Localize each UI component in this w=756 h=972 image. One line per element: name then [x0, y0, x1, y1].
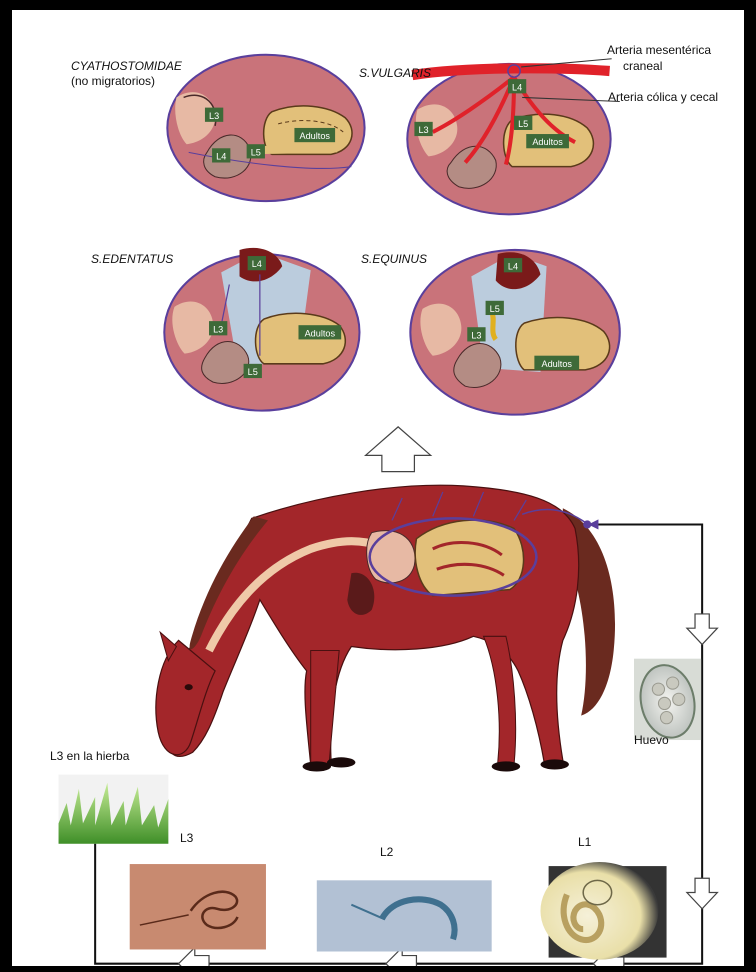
panel-s-edentatus: L4 L3 Adultos L5: [164, 248, 359, 411]
diagram-frame: L3 L4 L5 Adultos L4 L3 L5 Adultos: [12, 10, 744, 966]
panel-s-equinus: L4 L5 L3 Adultos: [410, 250, 619, 415]
tag-text: L4: [216, 151, 226, 161]
l3-grass-label: L3 en la hierba: [50, 750, 129, 764]
annotation-label: Arteria cólica y cecal: [608, 91, 718, 105]
tag-text: L4: [252, 259, 262, 269]
down-arrow-icon: [687, 878, 718, 909]
up-arrow-icon: [366, 427, 431, 472]
tag-text: L3: [213, 324, 223, 334]
l3-image: [130, 864, 266, 949]
tag-text: Adultos: [300, 131, 331, 141]
panel-cyathostomidae: L3 L4 L5 Adultos: [167, 55, 364, 201]
l2-image: [317, 880, 492, 951]
egg-image: [634, 659, 701, 743]
tag-text: L5: [490, 304, 500, 314]
lifecycle-diagram: L3 L4 L5 Adultos L4 L3 L5 Adultos: [12, 10, 744, 966]
annotation-label: Arteria mesentérica: [607, 44, 711, 58]
panel-title: S.EDENTATUS: [91, 253, 173, 267]
l2-label: L2: [380, 846, 393, 860]
tag-text: L3: [471, 330, 481, 340]
down-arrow-icon: [687, 614, 718, 645]
tag-text: L4: [508, 261, 518, 271]
left-arrow-icon: [179, 947, 210, 966]
panel-title: CYATHOSTOMIDAE: [71, 60, 182, 74]
grass-image: [59, 775, 169, 844]
panel-s-vulgaris: L4 L3 L5 Adultos: [407, 59, 619, 215]
l1-image: [540, 862, 666, 960]
tag-text: L5: [251, 147, 261, 157]
l1-label: L1: [578, 836, 591, 850]
tag-text: L5: [518, 119, 528, 129]
tag-text: L3: [209, 111, 219, 121]
tag-text: L5: [248, 367, 258, 377]
tag-text: L4: [512, 82, 522, 92]
horse-illustration: [156, 485, 615, 771]
tag-text: Adultos: [541, 359, 572, 369]
panel-title: S.VULGARIS: [359, 67, 431, 81]
panel-subtitle: (no migratorios): [71, 75, 155, 89]
tag-text: L3: [418, 125, 428, 135]
annotation-label: craneal: [623, 60, 662, 74]
l3-label: L3: [180, 832, 193, 846]
tag-text: Adultos: [305, 328, 336, 338]
panel-title: S.EQUINUS: [361, 253, 427, 267]
tag-text: Adultos: [532, 137, 563, 147]
egg-label: Huevo: [634, 734, 669, 748]
